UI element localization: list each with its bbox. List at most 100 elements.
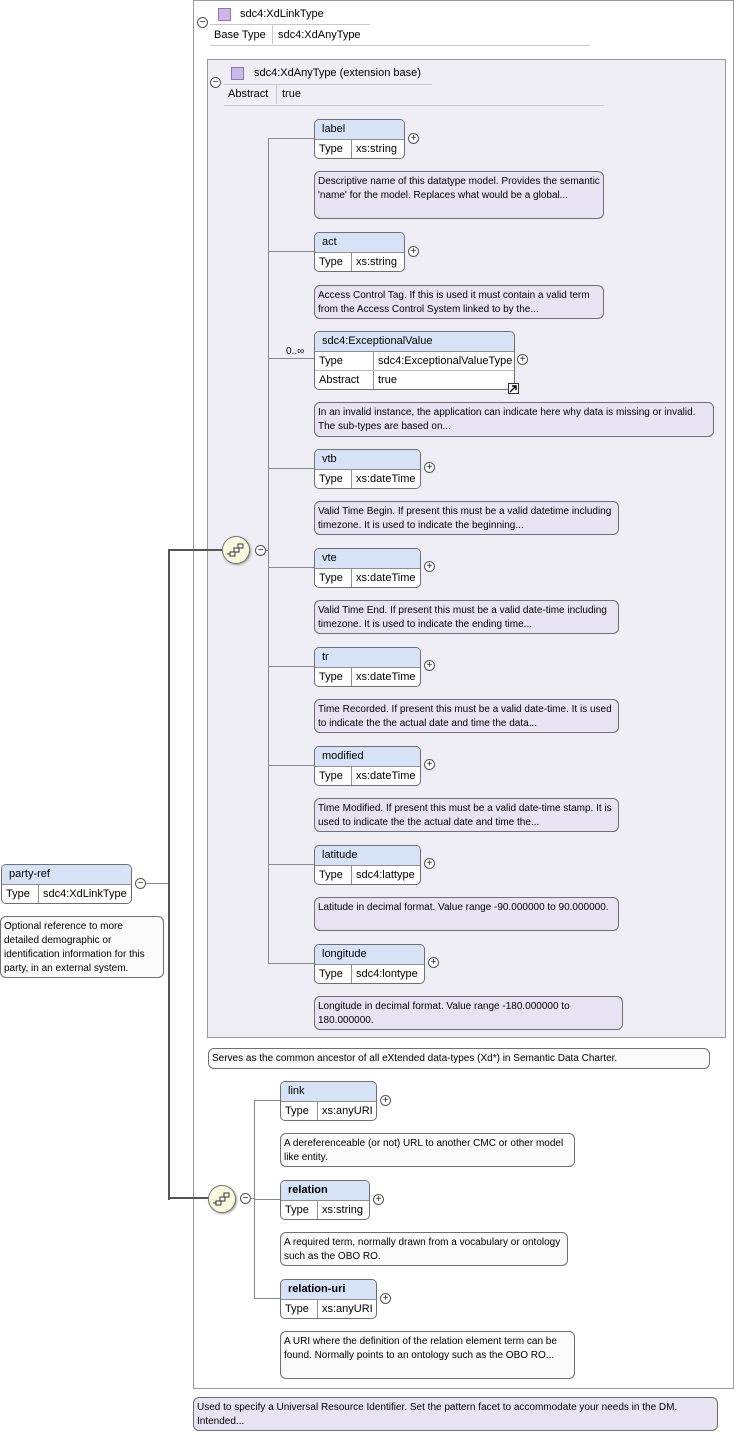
divider — [224, 84, 432, 85]
expand-vte-icon[interactable]: + — [424, 561, 435, 572]
element-relation[interactable]: relation Type xs:string — [280, 1180, 370, 1220]
xdanytype-name: sdc4:XdAnyType (extension base) — [254, 67, 421, 79]
type-label: Type — [281, 1102, 318, 1120]
expand-act-icon[interactable]: + — [408, 246, 419, 257]
sequence-compositor-icon[interactable] — [222, 536, 250, 564]
doc-latitude: Latitude in decimal format. Value range … — [314, 897, 619, 931]
type-value: xs:dateTime — [356, 572, 416, 584]
complex-type-icon — [218, 8, 231, 21]
substitution-arrow-icon[interactable] — [508, 383, 519, 394]
element-name: vte — [315, 549, 420, 569]
collapse-sequence-icon[interactable]: − — [240, 1193, 251, 1204]
connector — [250, 1198, 255, 1199]
collapse-xdlinktype-icon[interactable]: − — [197, 17, 208, 28]
expand-vtb-icon[interactable]: + — [424, 462, 435, 473]
type-value: xs:dateTime — [356, 770, 416, 782]
expand-tr-icon[interactable]: + — [424, 660, 435, 671]
element-vte[interactable]: vte Type xs:dateTime — [314, 548, 421, 588]
type-label: Type — [315, 866, 352, 884]
sequence-glyph-icon — [227, 543, 244, 557]
collapse-xdanytype-icon[interactable]: − — [210, 77, 221, 88]
divider — [272, 25, 273, 44]
connector — [254, 1298, 280, 1299]
element-name: vtb — [315, 450, 420, 470]
abstract-label: Abstract — [315, 371, 374, 389]
type-label: Type — [2, 885, 39, 903]
connector — [254, 1100, 280, 1101]
type-value: sdc4:XdLinkType — [43, 888, 127, 900]
doc-tr: Time Recorded. If present this must be a… — [314, 699, 619, 733]
type-value: xs:anyURI — [322, 1105, 373, 1117]
sequence-compositor-icon[interactable] — [208, 1185, 236, 1213]
connector — [268, 468, 314, 469]
element-link[interactable]: link Type xs:anyURI — [280, 1081, 377, 1121]
connector — [268, 765, 314, 766]
collapse-party-ref-icon[interactable]: − — [135, 878, 146, 889]
doc-modified: Time Modified. If present this must be a… — [314, 798, 619, 832]
abstract-value: true — [282, 88, 301, 100]
type-label: Type — [315, 668, 352, 686]
expand-exceptional-value-icon[interactable]: + — [517, 354, 528, 365]
expand-relation-icon[interactable]: + — [373, 1194, 384, 1205]
type-label: Type — [315, 253, 352, 271]
expand-longitude-icon[interactable]: + — [428, 957, 439, 968]
doc-party-ref: Optional reference to more detailed demo… — [0, 916, 164, 978]
abstract-value: true — [378, 374, 397, 386]
connector — [168, 550, 170, 1200]
divider — [276, 85, 277, 104]
type-label: Type — [315, 965, 352, 983]
doc-link: A dereferenceable (or not) URL to anothe… — [280, 1133, 575, 1167]
base-type-value: sdc4:XdAnyType — [278, 29, 361, 41]
type-value: xs:string — [356, 143, 397, 155]
connector — [268, 138, 314, 139]
sequence-glyph-icon — [213, 1192, 230, 1206]
abstract-label: Abstract — [228, 88, 269, 100]
expand-link-icon[interactable]: + — [380, 1095, 391, 1106]
connector — [268, 567, 314, 568]
cardinality: 0..∞ — [286, 346, 305, 357]
element-name: relation — [281, 1181, 369, 1201]
connector — [268, 666, 314, 667]
element-longitude[interactable]: longitude Type sdc4:lontype — [314, 944, 425, 984]
element-name: longitude — [315, 945, 424, 965]
type-value: xs:dateTime — [356, 671, 416, 683]
element-name: label — [315, 120, 404, 140]
element-name: modified — [315, 747, 420, 767]
element-name: latitude — [315, 846, 420, 866]
expand-relation-uri-icon[interactable]: + — [380, 1293, 391, 1304]
xdlinktype-name: sdc4:XdLinkType — [240, 8, 324, 20]
type-label: Type — [315, 352, 374, 370]
connector — [268, 963, 314, 964]
connector — [268, 138, 269, 964]
doc-exceptional-value: In an invalid instance, the application … — [314, 402, 714, 437]
doc-relation-uri: A URI where the definition of the relati… — [280, 1331, 575, 1379]
type-value: sdc4:lontype — [356, 968, 418, 980]
connector — [254, 1199, 280, 1200]
expand-modified-icon[interactable]: + — [424, 759, 435, 770]
element-name: act — [315, 233, 404, 253]
connector — [168, 1197, 210, 1199]
type-label: Type — [281, 1201, 318, 1219]
divider — [210, 45, 590, 46]
collapse-sequence-icon[interactable]: − — [255, 545, 266, 556]
expand-label-icon[interactable]: + — [408, 133, 419, 144]
type-value: xs:string — [322, 1204, 363, 1216]
element-name: link — [281, 1082, 376, 1102]
connector — [265, 550, 269, 551]
connector — [268, 251, 314, 252]
type-label: Type — [315, 569, 352, 587]
doc-xdanytype: Serves as the common ancestor of all eXt… — [208, 1048, 710, 1069]
expand-latitude-icon[interactable]: + — [424, 858, 435, 869]
connector — [268, 358, 314, 359]
doc-relation: A required term, normally drawn from a v… — [280, 1232, 568, 1266]
complex-type-icon — [231, 67, 244, 80]
